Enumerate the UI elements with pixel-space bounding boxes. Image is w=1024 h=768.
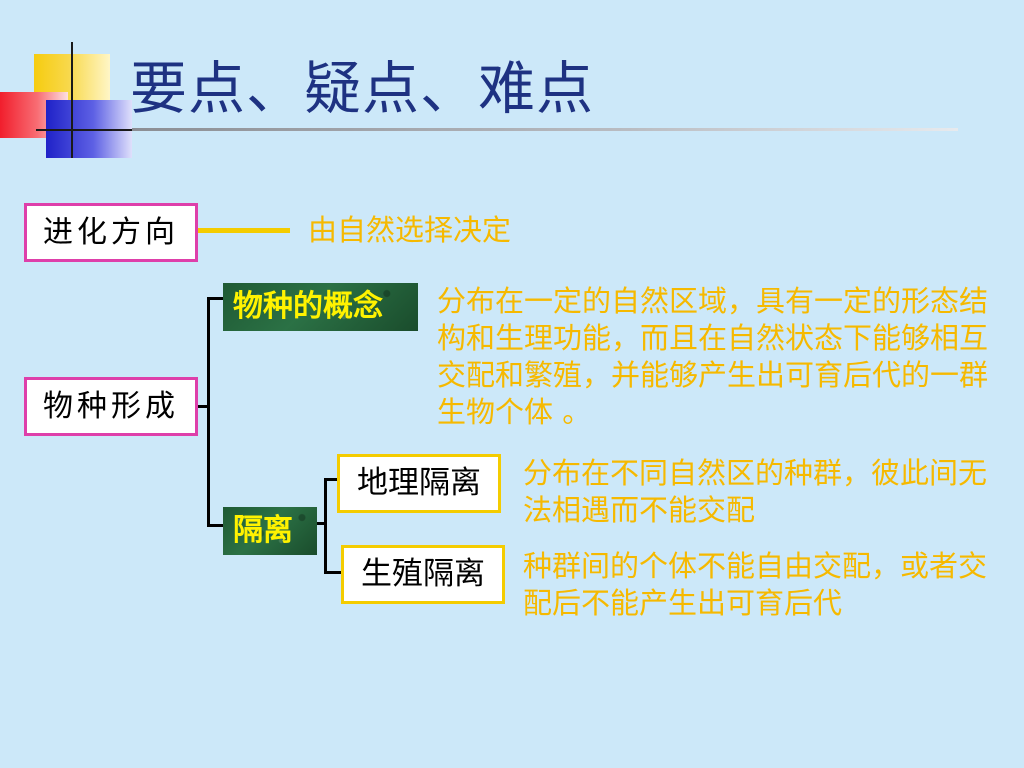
isolation-bracket-vertical	[324, 478, 327, 574]
evolution-description: 由自然选择决定	[308, 213, 512, 247]
isolation-label: 隔离	[233, 513, 293, 548]
species-concept-label: 物种的概念	[233, 289, 383, 324]
slide-title: 要点、疑点、难点	[130, 56, 594, 122]
geographic-isolation-description: 分布在不同自然区的种群，彼此间无法相遇而不能交配	[523, 456, 988, 527]
species-concept-tile: 物种的概念	[223, 283, 418, 331]
reproductive-isolation-label: 生殖隔离	[361, 556, 485, 592]
speciation-bracket-top	[207, 297, 223, 300]
speciation-label: 物种形成	[43, 389, 179, 424]
evolution-direction-label: 进化方向	[43, 215, 179, 250]
species-concept-description: 分布在一定的自然区域，具有一定的形态结构和生理功能，而且在自然状态下能够相互交配…	[437, 284, 989, 429]
geographic-isolation-box: 地理隔离	[337, 454, 501, 513]
decor-horizontal-line	[36, 129, 136, 131]
speciation-box: 物种形成	[24, 377, 198, 436]
reproductive-isolation-description: 种群间的个体不能自由交配，或者交配后不能产生出可育后代	[523, 549, 988, 620]
geographic-isolation-label: 地理隔离	[357, 465, 481, 501]
decor-vertical-line	[71, 42, 73, 158]
reproductive-isolation-box: 生殖隔离	[341, 545, 505, 604]
title-underline	[132, 128, 958, 131]
isolation-bracket-stub	[317, 522, 326, 525]
isolation-bracket-bottom	[324, 571, 342, 574]
evolution-direction-box: 进化方向	[24, 203, 198, 262]
evolution-connector	[198, 228, 290, 233]
isolation-tile: 隔离	[223, 507, 317, 555]
speciation-bracket-stub	[198, 405, 208, 408]
isolation-bracket-top	[324, 478, 338, 481]
speciation-bracket-bottom	[207, 524, 223, 527]
speciation-bracket-vertical	[207, 297, 210, 527]
